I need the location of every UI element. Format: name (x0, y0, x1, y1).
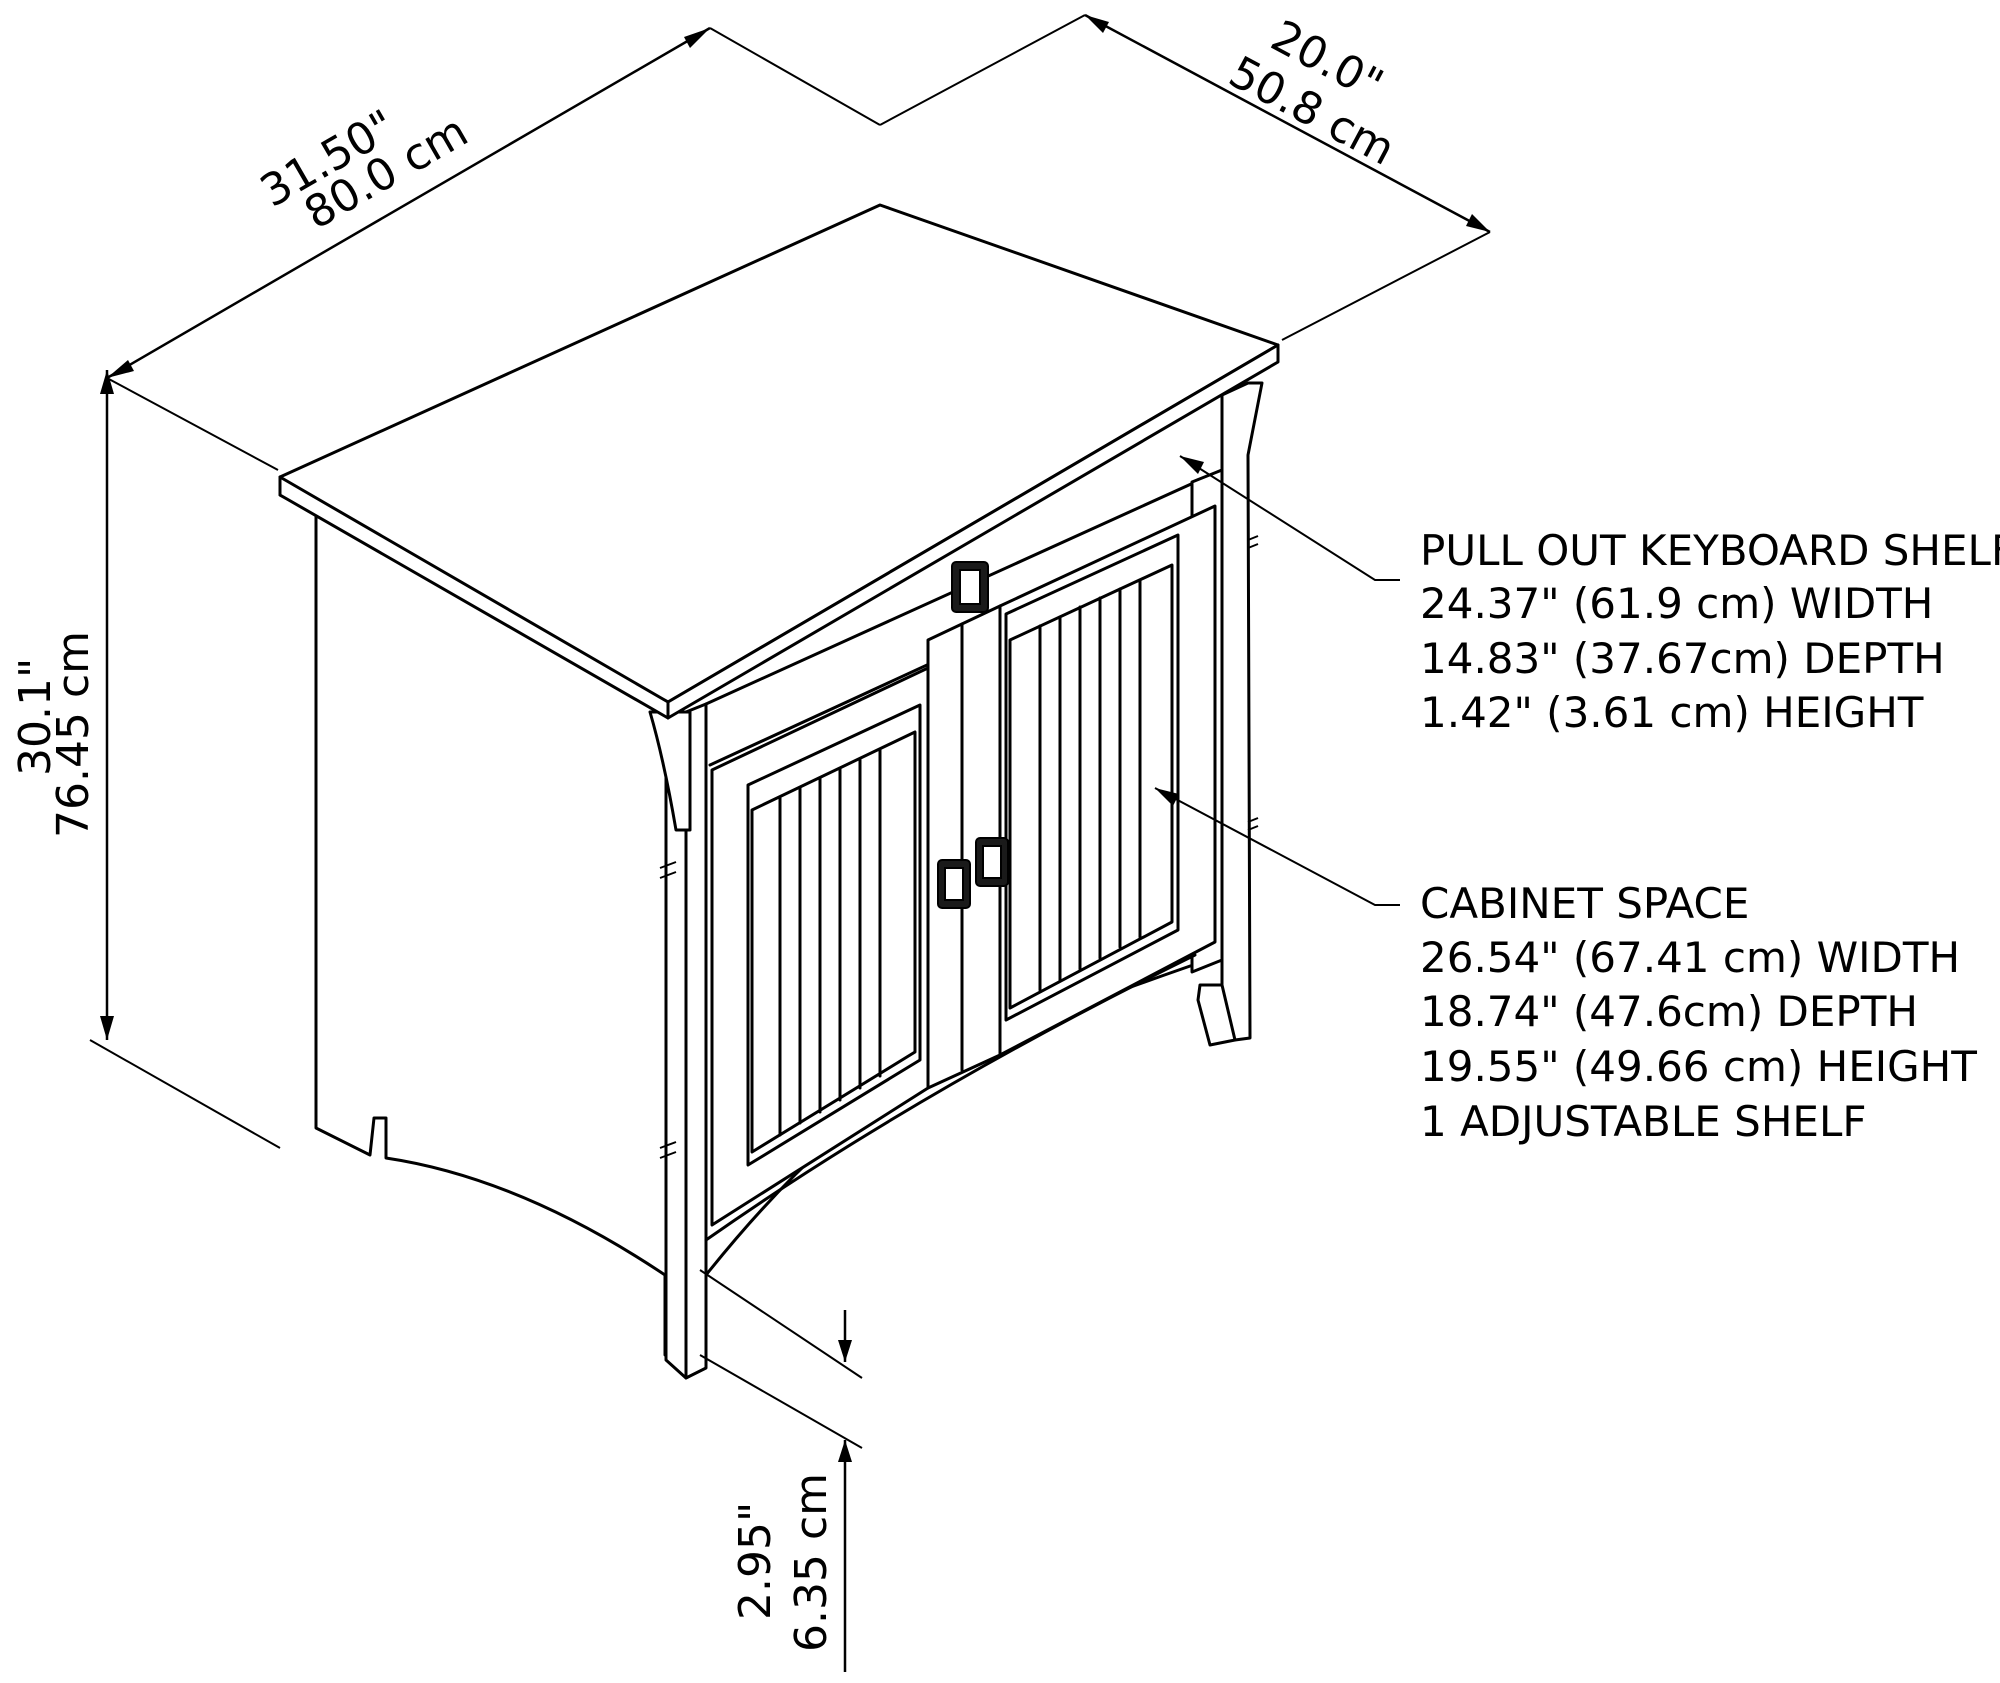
depth-arrow-bottom (1466, 214, 1490, 232)
right-door-inner-panel (1008, 563, 1174, 1010)
clearance-inches-label: 2.95" (730, 1502, 781, 1620)
front-bottom-skirt (704, 953, 1197, 1242)
keyboard-leader-line (1179, 455, 1400, 581)
cabinet-space-width: 26.54" (67.41 cm) WIDTH (1420, 933, 1960, 982)
cabinet-leader-arrow (1155, 788, 1179, 806)
right-back-leg-foot (1196, 983, 1237, 1047)
left-door-inner-panel (750, 730, 917, 1154)
left-door-handle (937, 859, 971, 909)
keyboard-shelf-height: 1.42" (3.61 cm) HEIGHT (1420, 688, 1924, 737)
keyboard-shelf-specs: PULL OUT KEYBOARD SHELF 24.37" (61.9 cm)… (1420, 526, 2000, 737)
clearance-arrow-bottom (838, 1440, 852, 1462)
cabinet-space-shelf: 1 ADJUSTABLE SHELF (1420, 1097, 1867, 1146)
cabinet-drawing (278, 203, 1280, 1380)
height-arrow-top (100, 370, 114, 394)
height-inches-label: 30.1" (10, 658, 61, 776)
keyboard-shelf-depth: 14.83" (37.67cm) DEPTH (1420, 634, 1945, 683)
cabinet-space-title: CABINET SPACE (1420, 879, 1749, 928)
cabinet-space-height: 19.55" (49.66 cm) HEIGHT (1420, 1042, 1977, 1091)
clearance-extension-top (699, 1269, 863, 1379)
desktop-right-edge (666, 343, 1280, 720)
keyboard-leader-arrow (1180, 456, 1204, 474)
clearance-arrow-top (838, 1340, 852, 1362)
cabinet-leader-line (1154, 787, 1400, 906)
dimension-lines (89, 13, 1491, 1672)
height-cm-label: 76.45 cm (48, 631, 99, 838)
right-door-handle (975, 837, 1009, 887)
cabinet-space-specs: CABINET SPACE 26.54" (67.41 cm) WIDTH 18… (1420, 879, 1977, 1146)
keyboard-shelf-width: 24.37" (61.9 cm) WIDTH (1420, 579, 1933, 628)
width-dimension-line (106, 26, 711, 380)
clearance-extension-bottom (699, 1354, 863, 1449)
keyboard-shelf-handle (951, 561, 989, 613)
width-arrow-left (107, 360, 134, 378)
cabinet-space-depth: 18.74" (47.6cm) DEPTH (1420, 987, 1918, 1036)
corbel-bracket (648, 710, 692, 832)
clearance-cm-label: 6.35 cm (786, 1473, 837, 1652)
right-back-leg (1220, 381, 1264, 1042)
width-arrow-right (684, 28, 710, 48)
height-arrow-bottom (100, 1016, 114, 1040)
keyboard-shelf-title: PULL OUT KEYBOARD SHELF (1420, 526, 2000, 575)
depth-arrow-top (1085, 15, 1109, 33)
front-left-post-face (684, 702, 708, 1380)
depth-dimension-line (1084, 13, 1491, 234)
